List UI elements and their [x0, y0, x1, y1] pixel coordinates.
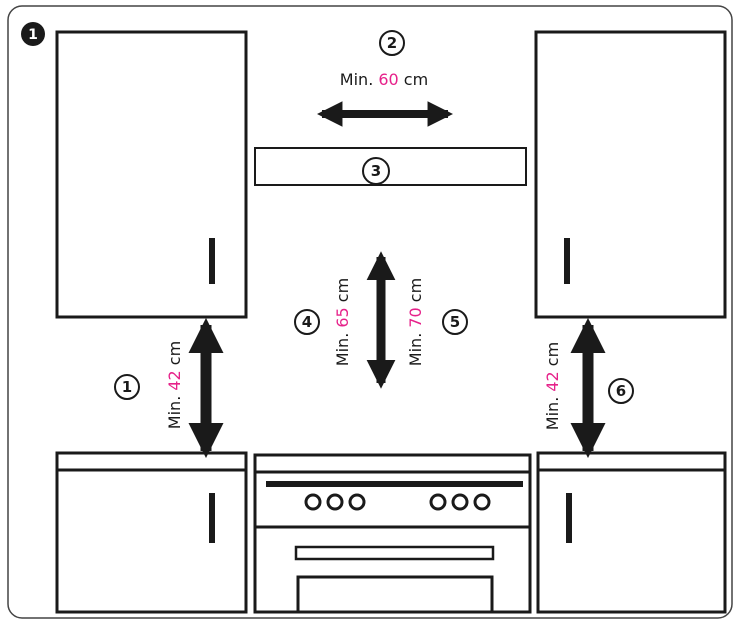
- control-knobs: [304, 493, 491, 511]
- right-gap-label: Min. 42 cm: [543, 342, 562, 430]
- upper-left-cabinet: [55, 30, 248, 319]
- oven-window: [296, 575, 494, 614]
- callout-4: 4: [294, 309, 320, 335]
- svg-text:4: 4: [302, 313, 312, 331]
- lower-left-handle: [209, 493, 215, 543]
- callout-2: 2: [379, 30, 405, 56]
- callout-6: 6: [608, 378, 634, 404]
- upper-right-cabinet: [534, 30, 727, 319]
- svg-text:5: 5: [450, 313, 460, 331]
- svg-text:2: 2: [387, 34, 397, 52]
- lower-left-cabinet: [55, 451, 248, 614]
- hob-top: [266, 481, 523, 487]
- hob-gap-label-a: Min. 65 cm: [333, 278, 352, 366]
- hood-width-label: Min. 60 cm: [340, 70, 428, 89]
- diagram-frame: [7, 5, 733, 619]
- upper-right-handle: [564, 238, 570, 284]
- upper-left-handle: [209, 238, 215, 284]
- callout-3: 3: [362, 157, 390, 185]
- callout-5: 5: [442, 309, 468, 335]
- oven-handle: [294, 545, 495, 561]
- figure-number: 1: [28, 27, 38, 43]
- figure-number-badge: 1: [21, 22, 45, 46]
- svg-text:6: 6: [616, 382, 626, 400]
- cooker: [253, 453, 532, 614]
- callout-1: 1: [114, 374, 140, 400]
- cooker-hood: [254, 147, 527, 186]
- lower-right-handle: [566, 493, 572, 543]
- lower-right-cabinet: [536, 451, 727, 614]
- svg-text:1: 1: [122, 378, 132, 396]
- hob-gap-label-b: Min. 70 cm: [406, 278, 425, 366]
- svg-text:3: 3: [371, 162, 381, 180]
- left-gap-label: Min. 42 cm: [165, 341, 184, 429]
